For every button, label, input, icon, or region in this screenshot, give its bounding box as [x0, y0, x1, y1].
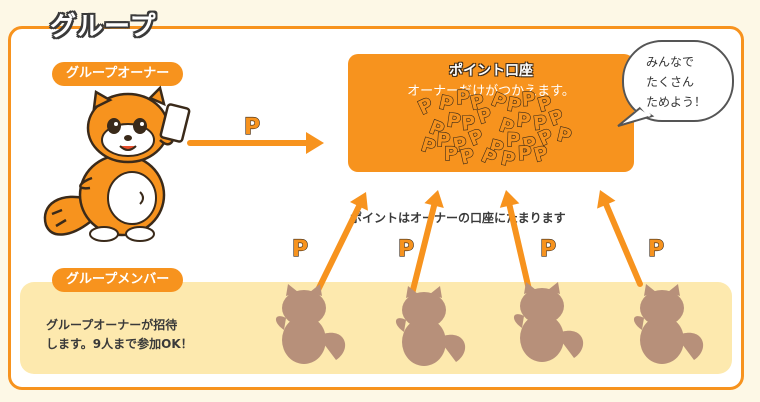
pile-point-icon: P [456, 87, 470, 109]
member-arrow-icon [409, 202, 438, 297]
member-arrow-icon [506, 202, 533, 297]
bubble-text: みんなで たくさん ためよう！ [646, 55, 707, 109]
pile-point-icon: P [487, 136, 506, 161]
member-raccoon-icon [275, 284, 346, 364]
pile-point-icon: P [521, 88, 536, 111]
account-subtitle: オーナーだけがつかえます。 [407, 84, 575, 99]
pile-point-icon: P [445, 109, 462, 133]
pile-point-icon: P [451, 133, 468, 157]
invite-caption: グループオーナーが招待 します。9人まで参加OK！ [46, 318, 193, 351]
pile-point-icon: P [532, 111, 549, 135]
owner-arrow-icon [187, 132, 324, 154]
pile-point-icon: P [461, 112, 477, 135]
member-arrow-icon [315, 203, 362, 293]
pile-point-icon: P [468, 90, 487, 115]
member-arrowhead-icon [349, 192, 368, 211]
member-arrow-icon [603, 201, 643, 287]
pile-point-icon: P [505, 93, 523, 117]
pile-point-icon: P [436, 129, 452, 152]
member-arrowhead-icon [424, 190, 444, 208]
member-raccoon-icon [633, 284, 704, 364]
pile-point-icon: P [517, 143, 532, 165]
pile-point-icon: P [521, 133, 539, 157]
owner-label: グループオーナー [52, 62, 184, 86]
pile-point-icon: P [444, 143, 458, 165]
page-title: グループ [50, 12, 157, 42]
member-point-icon: P [648, 237, 664, 262]
pile-point-icon: P [437, 91, 455, 115]
member-arrowhead-icon [499, 190, 520, 208]
owner-point-icon: P [244, 115, 260, 140]
point-account-box: ポイント口座 オーナーだけがつかえます。 [348, 54, 634, 172]
member-area [20, 282, 732, 374]
member-point-icon: P [540, 237, 556, 262]
member-arrowhead-icon [597, 190, 616, 209]
pile-point-icon: P [535, 92, 555, 117]
owner-raccoon-icon [43, 85, 191, 242]
pile-point-icon: P [499, 147, 517, 171]
member-label: グループメンバー [52, 268, 184, 292]
account-title: ポイント口座 [449, 63, 533, 79]
member-raccoon-icon [513, 282, 584, 362]
member-point-icon: P [292, 237, 308, 262]
pile-point-icon: P [555, 123, 574, 148]
member-silhouettes [275, 282, 704, 366]
pile-point-icon: P [532, 142, 551, 167]
member-raccoon-icon [395, 286, 466, 366]
pile-point-icon: P [458, 144, 477, 169]
member-point-icon: P [398, 237, 414, 262]
pile-point-icon: P [506, 129, 521, 151]
pile-point-icon: P [515, 109, 531, 132]
